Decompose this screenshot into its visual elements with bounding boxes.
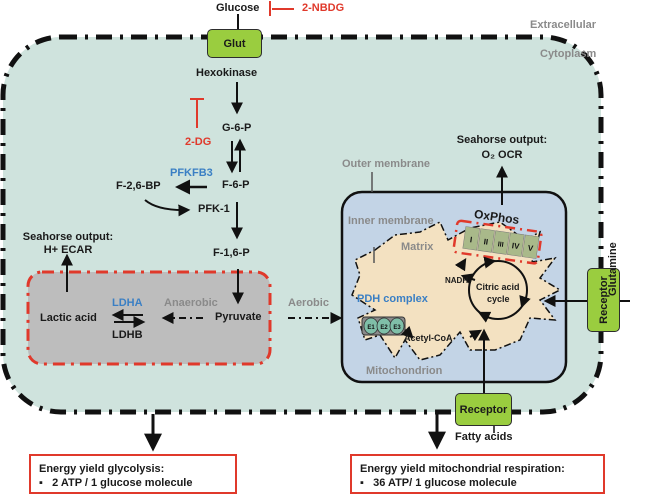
nadh-to-oxphos-arrow [454, 257, 467, 272]
glycolysis-yield-value: 2 ATP / 1 glucose molecule [52, 477, 193, 489]
lactic-acid-label: Lactic acid [40, 312, 97, 324]
glycolysis-yield-box: Energy yield glycolysis: ▪ 2 ATP / 1 glu… [29, 454, 237, 494]
bullet-icon: ▪ [39, 477, 43, 489]
ecar-title: Seahorse output: [22, 231, 114, 243]
pfkfb3-label: PFKFB3 [170, 167, 213, 179]
f26bp-label: F-2,6-BP [116, 180, 161, 192]
respiration-yield-item: ▪ 36 ATP/ 1 glucose molecule [360, 476, 595, 490]
complex-iii [492, 230, 510, 255]
complex-i-label: I [469, 235, 472, 244]
complex-v-label: V [527, 243, 534, 253]
pfk1-label: PFK-1 [198, 203, 230, 215]
complex-ii [477, 228, 495, 253]
pdh-complex-label: PDH complex [357, 293, 428, 305]
oxphos-region [452, 219, 543, 265]
dg-label: 2-DG [185, 136, 212, 148]
nadh-label: NADH [445, 276, 469, 285]
ldhb-label: LDHB [112, 329, 143, 341]
outer-membrane-label: Outer membrane [342, 158, 431, 170]
complex-v [521, 234, 540, 259]
aerobic-label: Aerobic [288, 297, 329, 309]
g6p-label: G-6-P [222, 122, 252, 134]
glut-label: Glut [223, 37, 246, 50]
glutamine-receptor: Receptor [587, 268, 620, 332]
acetyl-coa-label: Acetyl-CoA [404, 333, 453, 343]
fatty-acids-label: Fatty acids [455, 431, 513, 443]
inner-membrane-label: Inner membrane [348, 215, 434, 227]
f26bp-activates-pfk1-arrow [144, 199, 191, 217]
tca-arrow-1 [483, 256, 497, 269]
tca-to-nadh-arrow [460, 273, 476, 285]
glucose-label: Glucose [216, 2, 260, 14]
tca-arrow-2 [519, 294, 531, 309]
tca-arrow-3 [477, 311, 492, 323]
pyruvate-label: Pyruvate [215, 311, 262, 323]
mitochondrion-label: Mitochondrion [366, 365, 443, 377]
complex-iv [507, 232, 525, 257]
tca-label-line2: cycle [487, 294, 510, 304]
ldha-label: LDHA [112, 297, 143, 309]
tca-label-line1: Citric acid [476, 282, 520, 292]
anaerobic-region [26, 270, 272, 366]
extracellular-label: Extracellular [530, 19, 597, 31]
pdh-e1-label: E1 [367, 325, 375, 331]
pdh-to-acetylcoa-arrow [400, 325, 414, 339]
ocr-value: O₂ OCR [481, 149, 523, 161]
glutamine-label: Glutamine [607, 242, 619, 296]
respiration-yield-box: Energy yield mitochondrial respiration: … [350, 454, 605, 494]
glut-transporter: Glut [207, 29, 262, 58]
f6p-label: F-6-P [222, 179, 250, 191]
glycolysis-yield-item: ▪ 2 ATP / 1 glucose molecule [39, 476, 227, 490]
matrix-label: Matrix [401, 241, 434, 253]
hexokinase-label: Hexokinase [196, 67, 258, 79]
anaerobic-label: Anaerobic [164, 297, 218, 309]
ocr-title: Seahorse output: [456, 134, 548, 146]
complex-ii-label: II [483, 237, 489, 247]
complex-iii-label: III [497, 241, 504, 249]
receptor-bottom-label: Receptor [459, 403, 508, 416]
ecar-value: H+ ECAR [43, 244, 93, 256]
pdh-e3-label: E3 [393, 325, 401, 331]
fatty-acid-receptor: Receptor [455, 393, 512, 426]
citric-acid-cycle-circle [468, 260, 528, 320]
cytoplasm-label: Cytoplasm [540, 48, 597, 60]
pdh-e2-label: E2 [380, 325, 388, 331]
respiration-yield-title: Energy yield mitochondrial respiration: [360, 463, 565, 475]
nbdg-label: 2-NBDG [302, 2, 345, 14]
electron-transport-chain: I II III IV V [462, 226, 540, 259]
glycolysis-yield-title: Energy yield glycolysis: [39, 463, 165, 475]
f16p-label: F-1,6-P [213, 247, 250, 259]
bullet-icon: ▪ [360, 477, 364, 489]
respiration-yield-value: 36 ATP/ 1 glucose molecule [373, 477, 517, 489]
complex-iv-label: IV [511, 241, 520, 251]
complex-i [462, 226, 480, 251]
